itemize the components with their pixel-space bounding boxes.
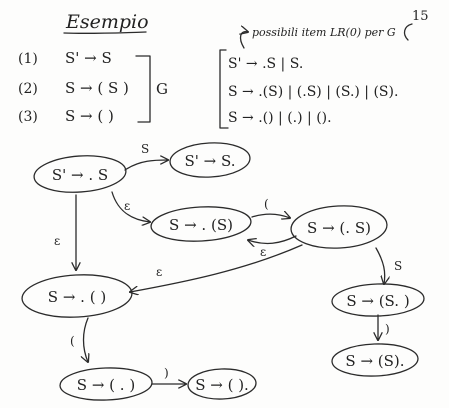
state-q1-label: S' → S. — [184, 152, 235, 170]
page-number-hook — [403, 23, 413, 41]
edge-q5-q7-label: ) — [385, 322, 390, 336]
edge-q3-q4-label: ε — [156, 265, 162, 279]
grammar-bracket — [135, 55, 151, 123]
edge-q3-q2-label: ε — [260, 245, 266, 259]
edge-q0-q1-label: S — [141, 142, 149, 156]
edge-q0-q1 — [124, 160, 168, 171]
state-q4: S → . ( ) — [21, 274, 133, 318]
edge-q3-q2 — [248, 235, 297, 243]
state-q7: S → (S). — [331, 343, 419, 377]
state-q3-label: S → (. S) — [307, 219, 371, 237]
state-q8: S → ( ). — [187, 368, 257, 400]
note-line-2: S → .(S) | (.S) | (S.) | (S). — [228, 84, 398, 100]
edge-q0-q2 — [111, 191, 150, 222]
edge-q3-q4 — [130, 244, 303, 292]
note-caption: possibili item LR(0) per G — [252, 26, 396, 39]
rule-2-production: S → ( S ) — [65, 79, 129, 97]
page-number: 15 — [412, 9, 429, 24]
edge-q2-q3-label: ( — [264, 197, 269, 211]
edge-q0-q4-label: ε — [54, 234, 60, 248]
rule-1-production: S' → S — [65, 49, 112, 67]
grammar-rules: (1) S' → S (2) S → ( S ) (3) S → ( ) — [18, 49, 129, 125]
state-q2: S → . (S) — [150, 206, 252, 242]
state-q0: S' → . S — [33, 155, 127, 193]
state-q1: S' → S. — [169, 142, 251, 178]
state-q4-label: S → . ( ) — [48, 288, 106, 306]
edge-q3-q5-label: S — [394, 259, 402, 273]
state-q5-label: S → (S. ) — [346, 292, 409, 310]
rule-3-number: (3) — [18, 109, 38, 125]
state-q8-label: S → ( ). — [195, 376, 249, 394]
page-title: Esempio — [65, 11, 149, 33]
rule-3-production: S → ( ) — [65, 107, 114, 125]
state-q5: S → (S. ) — [331, 283, 425, 317]
edge-q6-q8-label: ) — [164, 366, 169, 380]
note-bracket — [219, 49, 229, 129]
rule-2-number: (2) — [18, 81, 38, 97]
state-q2-label: S → . (S) — [169, 216, 233, 234]
state-q3: S → (. S) — [290, 205, 388, 249]
title-underline — [63, 31, 147, 35]
edge-q0-q2-label: ε — [124, 199, 130, 213]
state-q6-label: S → ( . ) — [77, 376, 135, 394]
state-q6: S → ( . ) — [59, 367, 153, 401]
transitions: S ε ε ( ε ε S ) ( ) — [54, 142, 402, 384]
rule-1-number: (1) — [18, 51, 38, 67]
note-line-1: S' → .S | S. — [228, 56, 303, 72]
edge-q2-q3 — [251, 214, 290, 218]
edge-q4-q6 — [84, 317, 89, 362]
grammar-name: G — [156, 80, 168, 98]
edge-q4-q6-label: ( — [70, 334, 75, 348]
state-q7-label: S → (S). — [345, 352, 404, 370]
edge-q3-q5 — [375, 247, 385, 284]
state-q0-label: S' → . S — [52, 166, 108, 184]
note-line-3: S → .() | (.) | (). — [228, 110, 332, 126]
note-arrow — [241, 32, 248, 49]
